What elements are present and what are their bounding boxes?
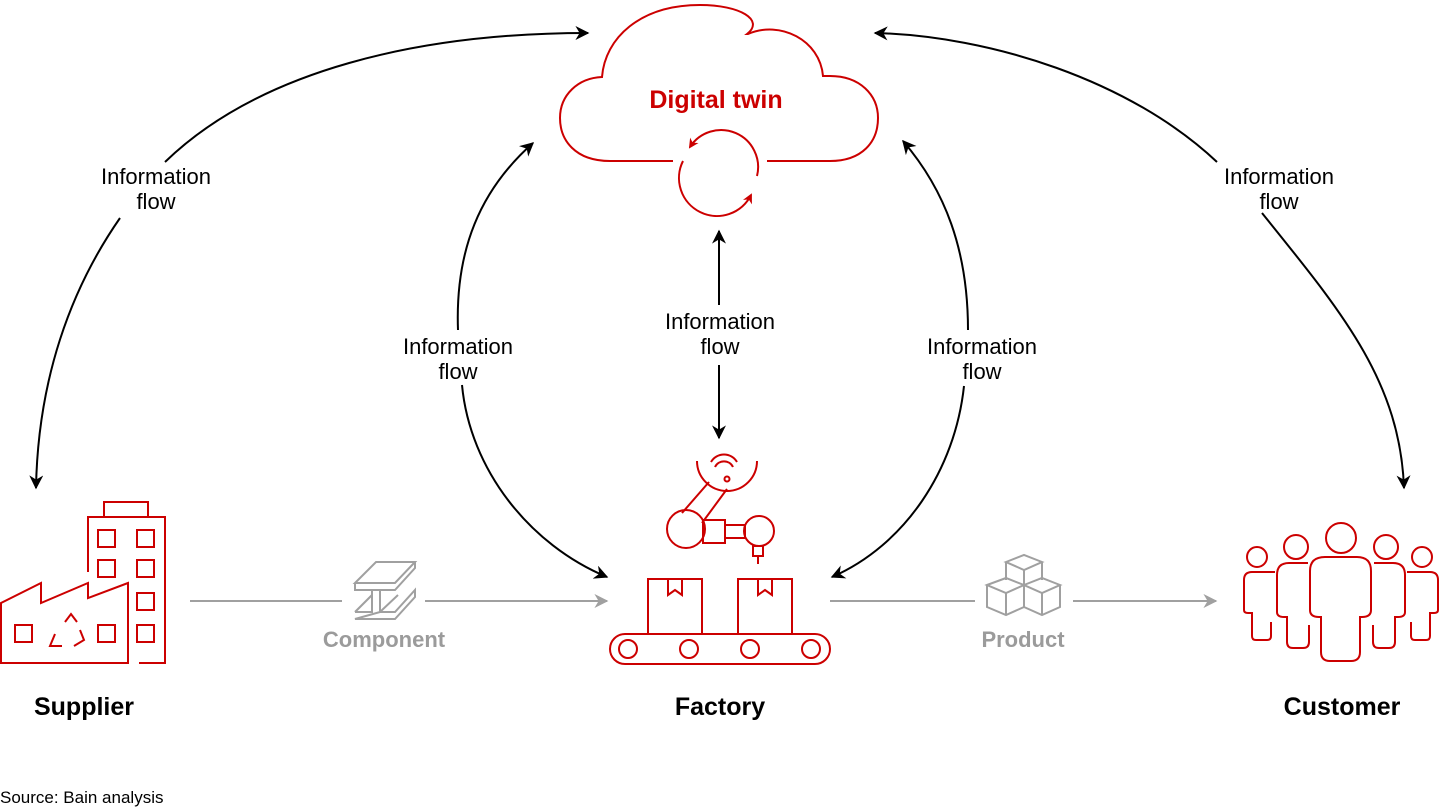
info-flow-label-line2: flow [1259,189,1298,214]
info-flow-label-line1: Information [101,164,211,189]
info-flow-customer-twin: Information flow [873,26,1411,490]
sync-cycle-icon [678,129,760,217]
goods-flow-component: Component [190,561,609,652]
info-flow-label-line1: Information [665,309,775,334]
info-flow-label-line1: Information [927,334,1037,359]
info-flow-label-line1: Information [1224,164,1334,189]
info-flow-factory-twin-left: Information flow [403,142,609,579]
info-flow-label-line2: flow [962,359,1001,384]
info-flow-label-line2: flow [438,359,477,384]
source-note: Source: Bain analysis [0,788,163,807]
factory-label: Factory [675,693,765,721]
info-flow-label-line1: Information [403,334,513,359]
info-flow-label-line2: flow [136,189,175,214]
digital-twin-label: Digital twin [649,86,782,114]
info-flow-factory-twin-right: Information flow [830,139,1037,579]
supplier-node: Supplier [0,501,166,721]
digital-twin-cloud: Digital twin [558,3,880,217]
component-label: Component [323,627,446,652]
goods-flow-product: Product [830,553,1218,652]
customer-node: Customer [1243,522,1439,721]
customer-label: Customer [1284,693,1401,721]
cloud-icon [558,3,880,162]
supplier-label: Supplier [34,693,134,721]
stacked-cubes-icon [984,553,1063,617]
robot-arm-conveyor-icon [609,453,831,665]
group-of-people-icon [1243,522,1439,662]
info-flow-label-line2: flow [700,334,739,359]
factory-node: Factory [609,453,831,721]
info-flow-supplier-twin: Information flow [29,26,590,490]
factory-building-recycle-icon [0,501,166,664]
product-label: Product [981,627,1065,652]
info-flow-factory-twin-center: Information flow [665,229,775,440]
steel-beam-icon [352,561,418,620]
